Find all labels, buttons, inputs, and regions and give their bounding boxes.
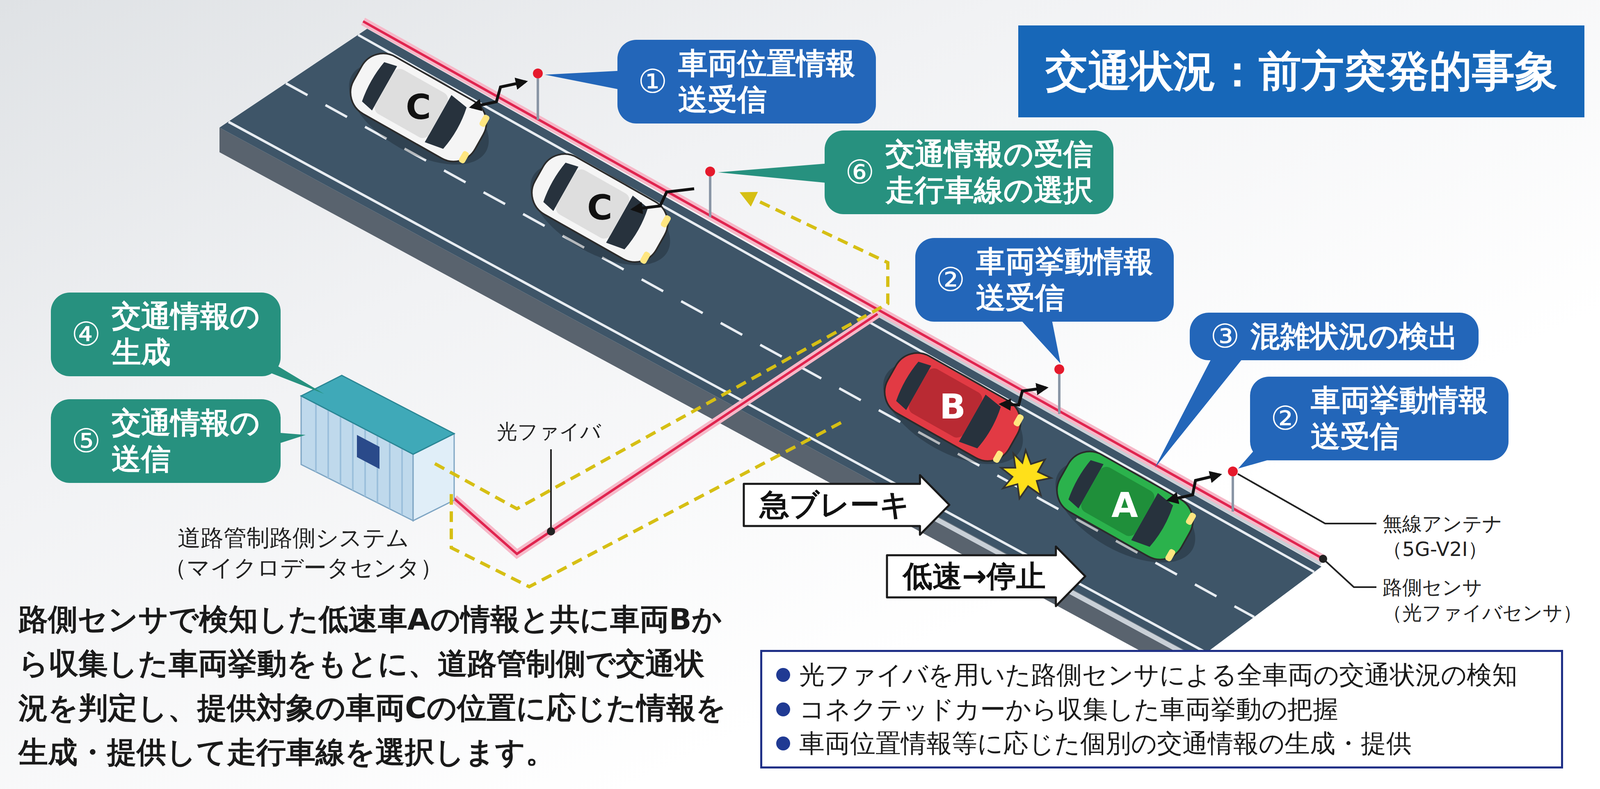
callout-box: ④ 交通情報の 生成 xyxy=(50,292,281,377)
arrow-outline xyxy=(886,546,1086,606)
antenna-dot xyxy=(1227,466,1238,477)
bullet-text: 車両位置情報等に応じた個別の交通情報の生成・提供 xyxy=(799,726,1412,761)
arrow-outline xyxy=(743,475,950,535)
callout-box: ⑤ 交通情報の 送信 xyxy=(50,399,281,483)
leader-dot xyxy=(546,527,556,536)
callout-number: ④ xyxy=(71,316,101,353)
bullet-row: 車両位置情報等に応じた個別の交通情報の生成・提供 xyxy=(776,726,1548,761)
arrow-box: 低速→停止 xyxy=(885,545,1087,608)
radio-link xyxy=(471,81,526,108)
leader-line xyxy=(550,449,552,528)
system-label: 道路管制路側システム （マイクロデータセンタ） xyxy=(163,523,424,583)
car-letter: C xyxy=(587,185,613,231)
bullet-text: コネクテッドカーから収集した車両挙動の把握 xyxy=(799,692,1339,727)
arrow-label: 低速→停止 xyxy=(902,560,1046,593)
bullet-row: 光ファイバを用いた路側センサによる全車両の交通状況の検知 xyxy=(776,657,1548,693)
callout-box: ③ 混雑状況の検出 xyxy=(1189,312,1479,361)
car-c xyxy=(332,41,506,186)
callout-text: 混雑状況の検出 xyxy=(1250,318,1459,355)
leader-dot xyxy=(1318,554,1328,563)
callout-text: 車両位置情報 送受信 xyxy=(678,45,856,118)
car-b xyxy=(866,340,1040,485)
leader-line xyxy=(1237,473,1377,524)
radio-link xyxy=(632,188,695,210)
callout-number: ⑥ xyxy=(845,154,875,191)
arrow-label: 急ブレーキ xyxy=(759,488,910,522)
car-letter: C xyxy=(405,84,432,130)
diagram-title: 交通状況：前方突発的事象 xyxy=(1018,25,1585,118)
bullet-dot xyxy=(776,702,791,717)
antenna-pole xyxy=(536,78,540,120)
building-roof xyxy=(301,375,455,455)
diagram-caption: 路側センサで検知した低速車Aの情報と共に車両Bから収集した車両挙動をもとに、道路… xyxy=(18,596,733,775)
leader-line xyxy=(1323,558,1377,588)
radio-link xyxy=(1168,474,1220,501)
callout-number: ② xyxy=(1270,400,1301,437)
callout-text: 交通情報の 生成 xyxy=(111,298,261,371)
bullet-box: 光ファイバを用いた路側センサによる全車両の交通状況の検知コネクテッドカーから収集… xyxy=(760,649,1564,769)
callout-text: 交通情報の受信 走行車線の選択 xyxy=(885,136,1093,209)
callout-box: ②車両挙動情報 送受信 xyxy=(1250,376,1509,461)
callout-box: ⑥ 交通情報の受信 走行車線の選択 xyxy=(824,130,1114,215)
data-flow-send xyxy=(434,193,888,509)
antenna-dot xyxy=(1054,364,1065,375)
bullet-text: 光ファイバを用いた路側センサによる全車両の交通状況の検知 xyxy=(799,657,1518,693)
bullet-row: コネクテッドカーから収集した車両挙動の把握 xyxy=(776,692,1548,727)
callout-tail xyxy=(1154,352,1248,468)
antenna-pole xyxy=(1231,476,1235,512)
callout-number: ③ xyxy=(1210,318,1240,355)
callout-text: 交通情報の 送信 xyxy=(111,404,261,478)
arrow-box: 急ブレーキ xyxy=(742,473,951,536)
fiber-label: 光ファイバ xyxy=(496,418,602,446)
lane-divider xyxy=(285,83,1255,618)
sensor-label: 路側センサ （光ファイバセンサ） xyxy=(1382,574,1586,626)
callout-number: ① xyxy=(637,63,668,100)
antenna-dot xyxy=(532,68,543,79)
car-letter: A xyxy=(1111,482,1139,528)
bullet-dot xyxy=(776,736,791,751)
antenna-pole xyxy=(708,176,712,218)
callout-number: ⑤ xyxy=(71,422,101,460)
bullet-dot xyxy=(776,667,791,682)
building-window xyxy=(356,434,380,469)
antenna-label: 無線アンテナ （5G-V2I） xyxy=(1382,510,1509,563)
car-letter: B xyxy=(939,384,966,430)
car-c xyxy=(513,141,687,286)
radio-link xyxy=(1001,387,1047,405)
callout-text: 車両挙動情報 送受信 xyxy=(1310,382,1488,455)
callout-box: ② 車両挙動情報 送受信 xyxy=(915,237,1174,322)
antenna-dot xyxy=(705,166,716,177)
antenna-pole xyxy=(1058,374,1061,414)
collision-burst xyxy=(1001,450,1052,499)
callout-number: ② xyxy=(935,261,966,298)
callout-box: ① 車両位置情報 送受信 xyxy=(617,39,876,124)
callout-text: 車両挙動情報 送受信 xyxy=(976,243,1154,316)
